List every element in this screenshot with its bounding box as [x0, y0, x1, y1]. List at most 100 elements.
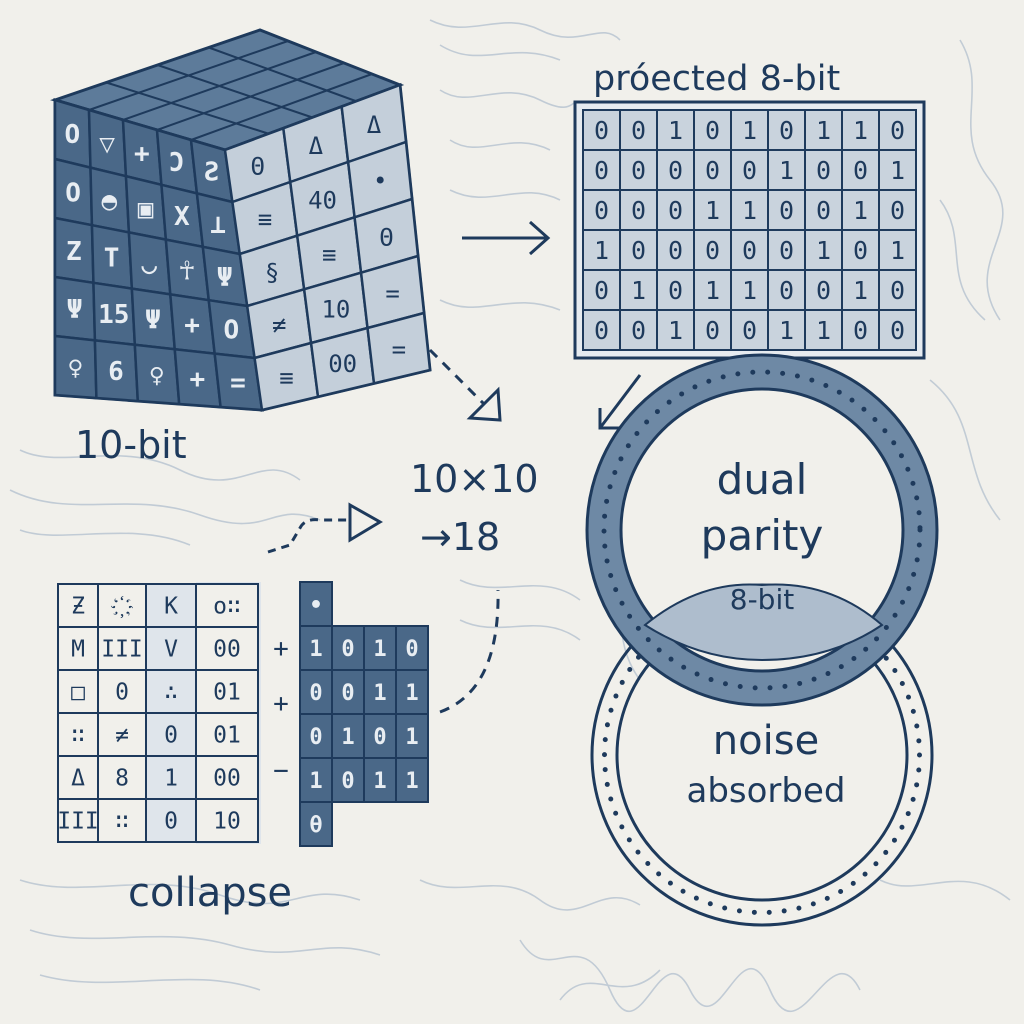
- cube-front-symbol: O: [65, 120, 81, 150]
- cube-front-symbol: Ψ: [145, 305, 161, 335]
- cube-front-symbol: 6: [108, 357, 124, 387]
- collapse-cell-value: 00: [213, 637, 241, 663]
- collapse-bit-value: 0: [373, 725, 386, 750]
- cube-side-symbol: 40: [308, 186, 337, 214]
- collapse-cell: [145, 798, 197, 843]
- projected-cell-value: 0: [890, 276, 905, 305]
- projected-cell: [878, 309, 917, 351]
- collapse-bit-value: 0: [309, 725, 322, 750]
- dashed-curve-connector: [439, 589, 500, 714]
- collapse-cell-value: 00: [213, 766, 241, 792]
- projected-cell-value: 0: [668, 236, 683, 265]
- collapse-cell-value: ≠: [115, 723, 129, 749]
- collapse-cell-value: 0: [164, 723, 178, 749]
- collapse-bit-value: •: [309, 593, 322, 618]
- collapse-cell: [97, 798, 147, 843]
- arrow-right-icon: [462, 220, 551, 256]
- collapse-bit-value: 0: [309, 681, 322, 706]
- projected-cell-value: 0: [779, 196, 794, 225]
- projected-cell: [730, 229, 769, 271]
- projected-cell-value: 0: [594, 276, 609, 305]
- projected-cell-value: 0: [631, 196, 646, 225]
- projected-cell-value: 1: [705, 196, 720, 225]
- collapse-bit-cell: [299, 669, 333, 715]
- collapse-cell-value: 1: [164, 766, 178, 792]
- projected-cell-value: 0: [779, 236, 794, 265]
- cube-side-symbol: Θ: [379, 223, 393, 251]
- projected-cell-value: 1: [816, 116, 831, 145]
- ring-top-line-2: parity: [701, 511, 824, 560]
- cube-side-symbol: Δ: [309, 132, 324, 160]
- projected-cell-value: 1: [594, 236, 609, 265]
- projected-cell-value: 1: [668, 116, 683, 145]
- collapse-cell-value: V: [164, 637, 178, 663]
- collapse-bit-value: θ: [309, 813, 322, 838]
- cube-side-symbol: =: [385, 279, 399, 307]
- projected-cell-value: 0: [594, 316, 609, 345]
- cube-front-symbol: Ψ: [217, 263, 233, 293]
- projected-cell-value: 0: [779, 116, 794, 145]
- cube-front-symbol: ◡: [141, 250, 157, 280]
- projected-cell-value: 0: [742, 316, 757, 345]
- cube-front-symbol: ⊥: [210, 210, 226, 240]
- ring-bottom-line-1: noise: [713, 718, 819, 764]
- collapse-cell-value: o∷: [213, 594, 241, 620]
- collapse-bit-value: 1: [309, 769, 322, 794]
- collapse-cell: [195, 798, 259, 843]
- collapse-bit-cell: [363, 713, 397, 759]
- collapse-bit-value: 0: [405, 637, 418, 662]
- projected-cell-value: 0: [594, 156, 609, 185]
- projected-cell-value: 1: [705, 276, 720, 305]
- cube-front-symbol: ☥: [179, 256, 195, 286]
- cube-side-symbol: =: [392, 336, 406, 364]
- ring-top-line-1: dual: [717, 455, 808, 504]
- projected-cell-value: 0: [742, 236, 757, 265]
- collapse-cell-value: III: [101, 637, 143, 663]
- projected-cell: [841, 149, 880, 191]
- projected-cell-value: 0: [816, 156, 831, 185]
- collapse-cell: [195, 712, 259, 757]
- cube-front-symbol: O: [223, 315, 239, 345]
- collapse-cell-value: 0: [115, 680, 129, 706]
- overlap-region: [643, 583, 884, 662]
- projected-cell-value: 0: [705, 116, 720, 145]
- collapse-cell-value: M: [71, 637, 85, 663]
- projected-cell-value: 0: [594, 196, 609, 225]
- cube-side-symbol: ≡: [258, 205, 272, 233]
- collapse-cell-value: III: [57, 809, 99, 835]
- background-waves: [9, 19, 1011, 1013]
- collapse-bit-value: 0: [341, 637, 354, 662]
- projected-cell: [656, 309, 695, 351]
- collapse-bit-value: 1: [309, 637, 322, 662]
- collapse-bit-value: 1: [341, 725, 354, 750]
- projected-cell-value: 0: [705, 316, 720, 345]
- collapse-cell-value: 01: [213, 723, 241, 749]
- projected-cell-value: 1: [816, 236, 831, 265]
- projected-cell: [619, 109, 658, 151]
- projected-cell: [582, 309, 621, 351]
- arrow-down-left-icon: [598, 374, 642, 430]
- projected-cell: [619, 229, 658, 271]
- projected-cell-value: 1: [890, 156, 905, 185]
- cube-front-symbol: +: [189, 364, 205, 394]
- cube-side-symbol: Δ: [367, 111, 382, 139]
- collapse-cell-value: K: [164, 594, 178, 620]
- cube-front-symbol: O: [65, 178, 81, 208]
- collapse-bit-value: 0: [341, 681, 354, 706]
- collapse-bit-cell: [331, 625, 365, 671]
- projected-cell-value: 1: [742, 196, 757, 225]
- cube-front-symbol: Ƨ: [204, 157, 220, 187]
- collapse-cell-value: 01: [213, 680, 241, 706]
- projected-cell-value: 0: [705, 236, 720, 265]
- cube-side-symbol: §: [265, 258, 279, 286]
- collapse-cell-value: 10: [213, 809, 241, 835]
- projected-cell-value: 1: [631, 276, 646, 305]
- projected-cell: [878, 109, 917, 151]
- collapse-bit-cell: [395, 757, 429, 803]
- collapse-cell-value: 8: [115, 766, 129, 792]
- cube-front-symbol: ◓: [102, 186, 118, 216]
- collapse-bit-cell: [363, 757, 397, 803]
- collapse-bit-value: 1: [405, 769, 418, 794]
